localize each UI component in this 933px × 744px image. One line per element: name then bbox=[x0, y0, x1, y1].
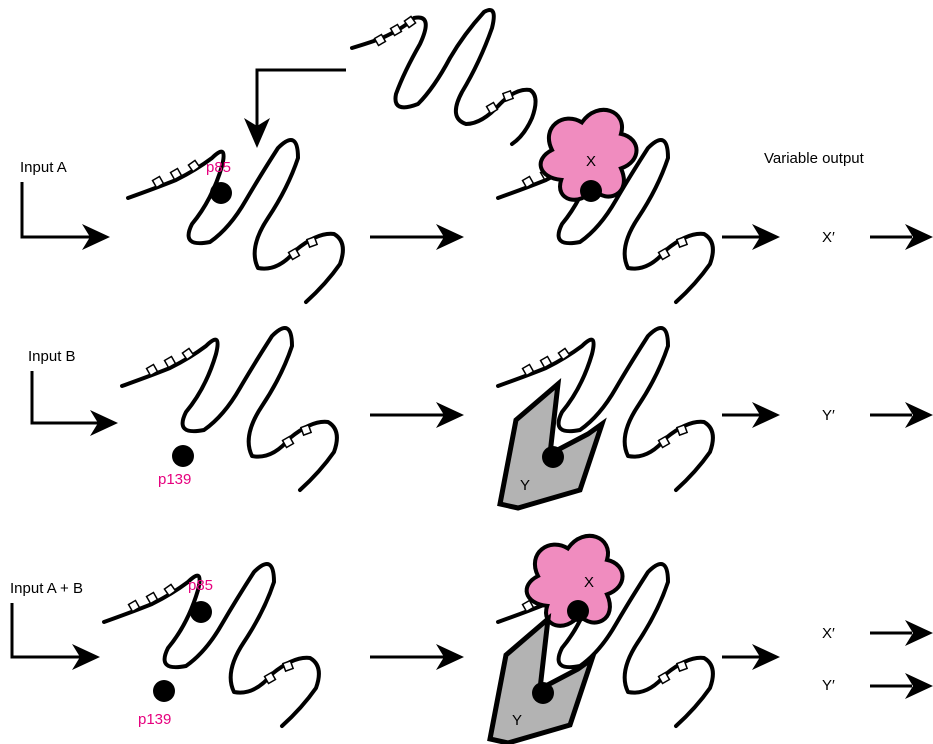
arrow-row-a-3 bbox=[870, 224, 933, 250]
entry-arrow bbox=[244, 68, 346, 148]
p85-site-dot bbox=[210, 182, 232, 204]
p139-site-dot-ab bbox=[153, 680, 175, 702]
y-prime-output-row-ab: Y′ bbox=[822, 677, 835, 694]
arrow-row-ab-1 bbox=[370, 644, 464, 670]
input-a-label: Input A bbox=[20, 159, 67, 176]
y-prime-output-row-b: Y′ bbox=[822, 407, 835, 424]
p85-site-label: p85 bbox=[206, 159, 231, 176]
protein-x-label-row-ab: X bbox=[584, 574, 594, 591]
p85-bound-dot-ab bbox=[567, 600, 589, 622]
p85-site-dot-ab bbox=[190, 601, 212, 623]
p139-bound-dot-ab bbox=[532, 682, 554, 704]
arrow-row-b-2 bbox=[722, 402, 780, 428]
input-b-arrow bbox=[30, 371, 118, 436]
protein-y-label-row-ab: Y bbox=[512, 712, 522, 729]
p139-site-dot bbox=[172, 445, 194, 467]
protein-y-row-ab bbox=[490, 619, 592, 743]
p139-bound-dot bbox=[542, 446, 564, 468]
p85-bound-dot bbox=[580, 180, 602, 202]
molecule-row-b bbox=[120, 326, 339, 492]
arrow-row-a-1 bbox=[370, 224, 464, 250]
input-ab-arrow bbox=[10, 603, 100, 670]
arrow-row-ab-2 bbox=[722, 644, 780, 670]
input-a-arrow bbox=[20, 182, 110, 250]
protein-x-label-row-a: X bbox=[586, 153, 596, 170]
variable-output-label: Variable output bbox=[764, 150, 865, 167]
free-molecule bbox=[350, 8, 538, 146]
input-b-label: Input B bbox=[28, 348, 76, 365]
protein-y-label-row-b: Y bbox=[520, 477, 530, 494]
arrow-row-a-2 bbox=[722, 224, 780, 250]
x-prime-output-row-ab: X′ bbox=[822, 625, 835, 642]
arrow-row-b-1 bbox=[370, 402, 464, 428]
arrow-row-ab-3a bbox=[870, 620, 933, 646]
x-prime-output-row-a: X′ bbox=[822, 229, 835, 246]
arrow-row-ab-3b bbox=[870, 673, 933, 699]
molecule-row-a bbox=[126, 138, 345, 304]
p85-site-label-ab: p85 bbox=[188, 577, 213, 594]
protein-y-row-b bbox=[500, 384, 602, 508]
p139-site-label-ab: p139 bbox=[138, 711, 171, 728]
arrow-row-b-3 bbox=[870, 402, 933, 428]
p139-site-label: p139 bbox=[158, 471, 191, 488]
input-ab-label: Input A + B bbox=[10, 580, 83, 597]
